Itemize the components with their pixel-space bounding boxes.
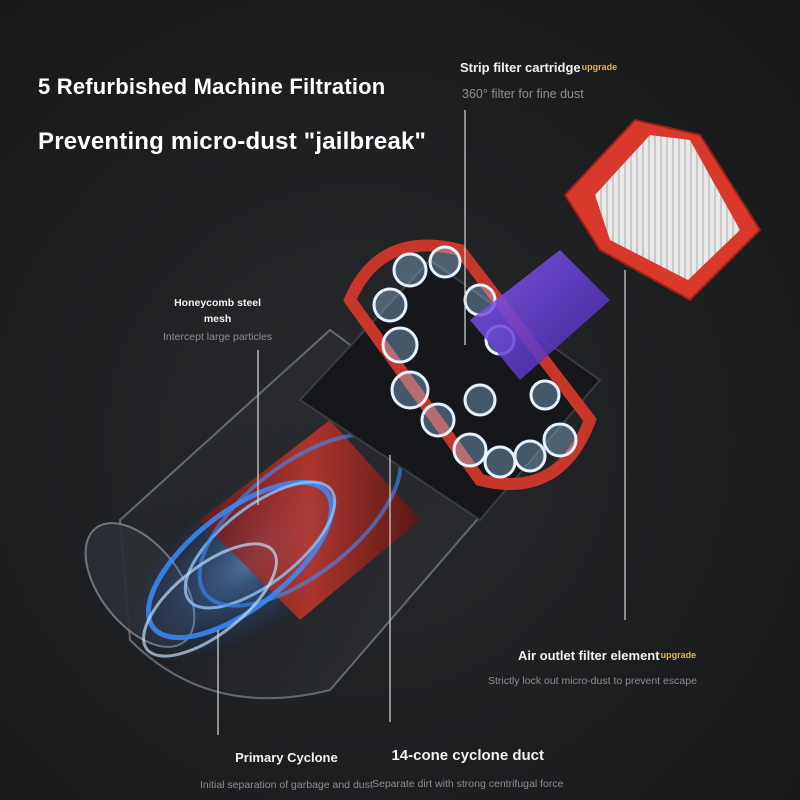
callout-lines bbox=[217, 110, 626, 735]
callout-cone-duct: 14-cone cyclone duct Separate dirt with … bbox=[372, 747, 563, 790]
callout-outlet-filter: Air outlet filter elementupgrade Strictl… bbox=[488, 648, 697, 687]
cone-ring bbox=[343, 239, 597, 490]
callout-outlet-filter-title: Air outlet filter elementupgrade bbox=[518, 648, 697, 663]
callout-strip-filter-title-text: Strip filter cartridge bbox=[460, 60, 581, 75]
callout-strip-filter-title: Strip filter cartridgeupgrade bbox=[460, 60, 617, 75]
callout-cone-duct-title: 14-cone cyclone duct bbox=[391, 747, 544, 764]
callout-cone-duct-desc: Separate dirt with strong centrifugal fo… bbox=[372, 778, 564, 790]
cyclone-cones bbox=[372, 245, 578, 479]
headline-line-2: Preventing micro-dust "jailbreak" bbox=[38, 128, 427, 155]
upgrade-badge: upgrade bbox=[660, 650, 697, 660]
headline-line-1: 5 Refurbished Machine Filtration bbox=[38, 74, 386, 99]
callout-primary-cyclone: Primary Cyclone Initial separation of ga… bbox=[200, 750, 373, 791]
callout-primary-cyclone-desc: Initial separation of garbage and dust bbox=[200, 779, 373, 791]
inner-red-cylinder bbox=[200, 420, 420, 620]
upgrade-badge: upgrade bbox=[581, 62, 618, 72]
callout-honeycomb-desc: Intercept large particles bbox=[163, 331, 273, 343]
mesh-filter-core bbox=[470, 250, 610, 380]
callout-honeycomb-title-2: mesh bbox=[203, 313, 232, 325]
callout-strip-filter: Strip filter cartridgeupgrade 360° filte… bbox=[460, 60, 617, 101]
callout-outlet-filter-desc: Strictly lock out micro-dust to prevent … bbox=[488, 675, 697, 687]
callout-honeycomb: Honeycomb steel mesh Intercept large par… bbox=[163, 295, 272, 343]
callout-outlet-filter-title-text: Air outlet filter element bbox=[518, 648, 660, 663]
callout-strip-filter-desc: 360° filter for fine dust bbox=[462, 87, 584, 101]
callout-honeycomb-title-1: Honeycomb steel bbox=[174, 297, 262, 309]
callout-primary-cyclone-title: Primary Cyclone bbox=[235, 750, 338, 765]
strip-filter-cartridge bbox=[563, 118, 762, 302]
